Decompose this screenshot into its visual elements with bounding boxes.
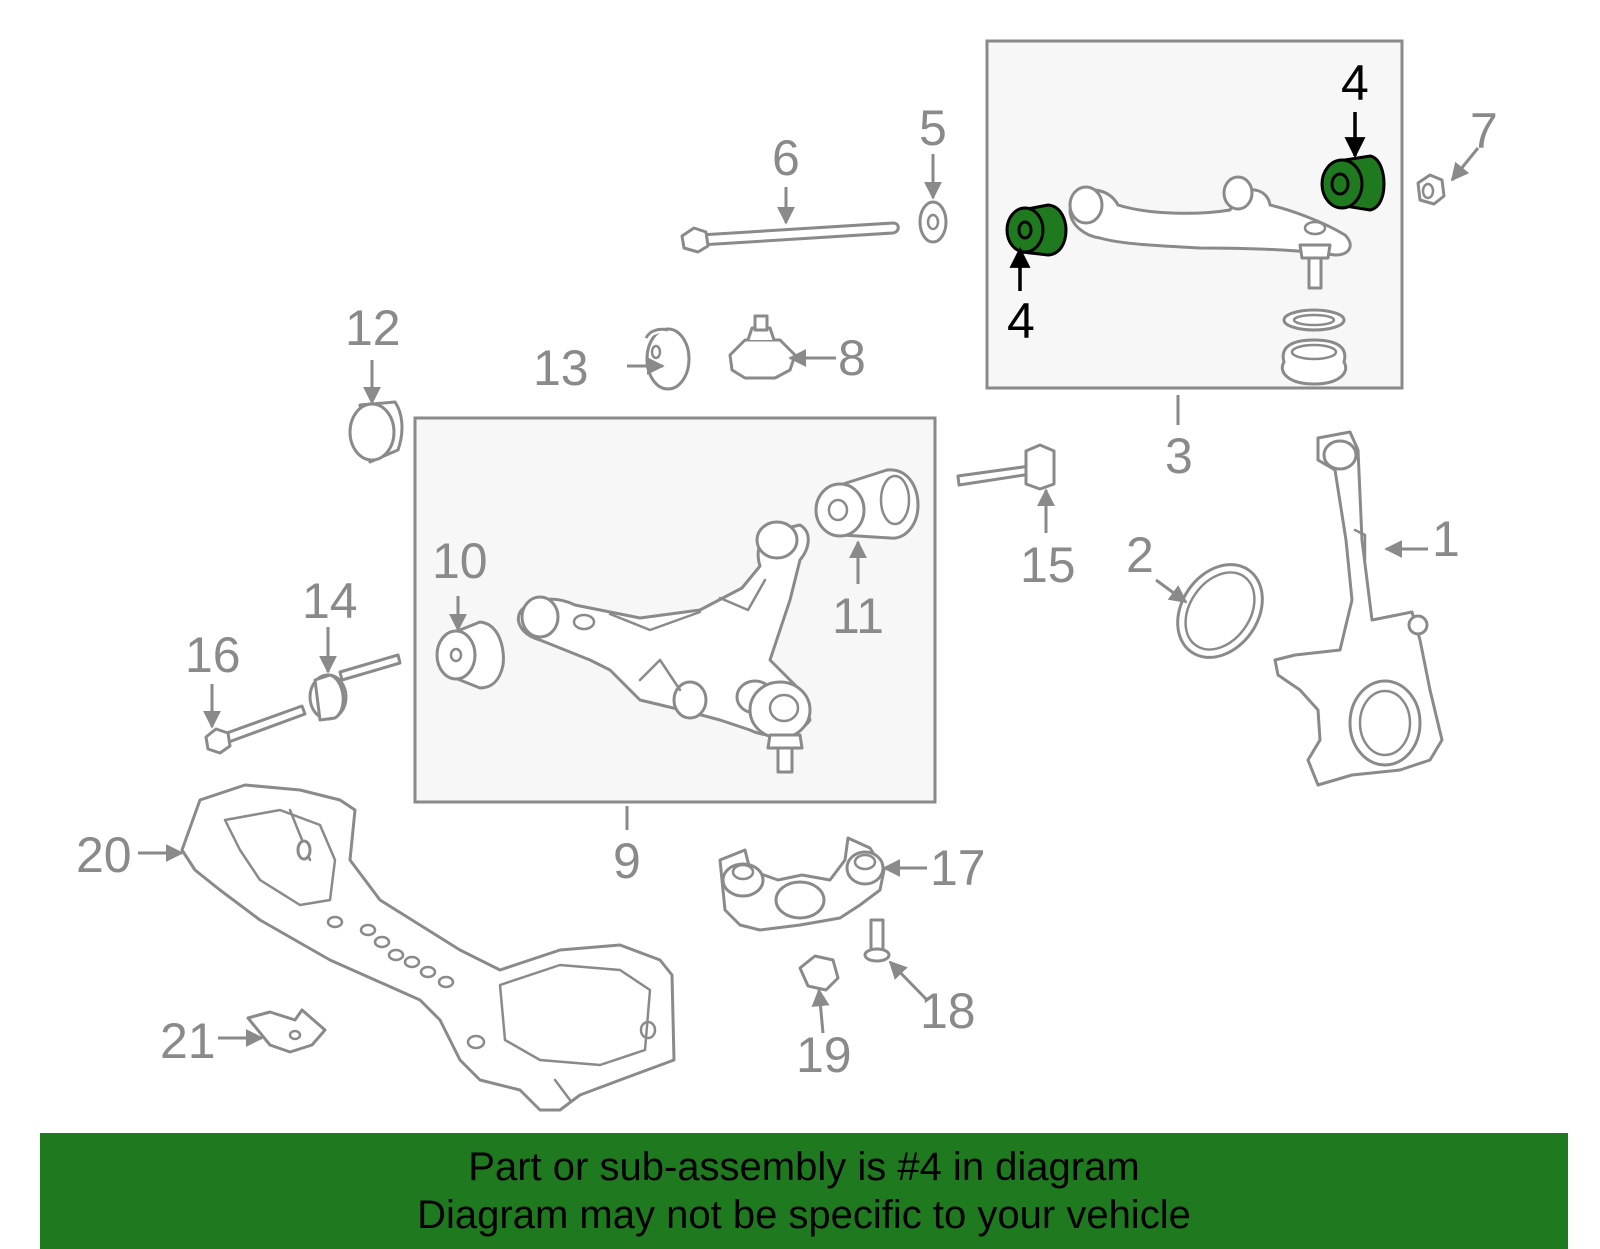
label-7: 7 bbox=[1470, 103, 1498, 159]
cam-13 bbox=[644, 327, 691, 391]
banner-line-1: Part or sub-assembly is #4 in diagram bbox=[468, 1145, 1140, 1189]
label-5: 5 bbox=[919, 100, 947, 156]
bolt-16 bbox=[204, 704, 307, 755]
label-8: 8 bbox=[838, 330, 866, 386]
label-17: 17 bbox=[930, 840, 986, 896]
label-13: 13 bbox=[533, 340, 589, 396]
crossmember-20 bbox=[180, 783, 676, 1112]
label-14: 14 bbox=[302, 573, 358, 629]
bracket-17 bbox=[718, 836, 886, 932]
ball-joint-boot bbox=[1281, 308, 1347, 386]
label-18: 18 bbox=[920, 983, 976, 1039]
cap-12 bbox=[348, 400, 404, 464]
label-12: 12 bbox=[345, 300, 401, 356]
bushing-10 bbox=[435, 620, 505, 690]
label-16: 16 bbox=[185, 627, 241, 683]
washer-5 bbox=[918, 200, 948, 244]
bracket-21 bbox=[246, 1008, 327, 1054]
steering-knuckle-1 bbox=[1273, 430, 1444, 787]
nut-19 bbox=[798, 954, 840, 992]
label-6: 6 bbox=[772, 130, 800, 186]
bolt-15 bbox=[956, 443, 1056, 491]
bolt-14 bbox=[308, 653, 402, 722]
label-21: 21 bbox=[160, 1013, 216, 1069]
mount-8 bbox=[728, 314, 797, 380]
bushing-11 bbox=[814, 468, 920, 540]
label-11: 11 bbox=[832, 588, 884, 644]
bolt-6 bbox=[680, 221, 900, 254]
label-1: 1 bbox=[1432, 511, 1460, 567]
label-3: 3 bbox=[1165, 428, 1193, 484]
nut-7 bbox=[1416, 173, 1446, 206]
bushing-4-right bbox=[1320, 154, 1386, 212]
label-9: 9 bbox=[613, 833, 641, 889]
upper-control-arm bbox=[1068, 175, 1352, 290]
callout-labels: 1 2 3 4 4 5 6 7 8 9 10 11 12 13 14 15 16… bbox=[76, 55, 1498, 1083]
label-2: 2 bbox=[1126, 527, 1154, 583]
lower-control-arm bbox=[516, 520, 812, 774]
label-10: 10 bbox=[432, 533, 488, 589]
bushing-4-left bbox=[1005, 203, 1068, 257]
label-20: 20 bbox=[76, 827, 132, 883]
label-4-bottom: 4 bbox=[1007, 293, 1035, 349]
leader-lines bbox=[138, 112, 1480, 1047]
label-15: 15 bbox=[1020, 537, 1076, 593]
bolt-18 bbox=[863, 918, 891, 963]
banner-line-2: Diagram may not be specific to your vehi… bbox=[417, 1193, 1191, 1237]
label-19: 19 bbox=[796, 1027, 852, 1083]
info-banner: Part or sub-assembly is #4 in diagram Di… bbox=[40, 1133, 1568, 1249]
label-4-top: 4 bbox=[1341, 55, 1369, 111]
seal-2 bbox=[1176, 563, 1264, 659]
